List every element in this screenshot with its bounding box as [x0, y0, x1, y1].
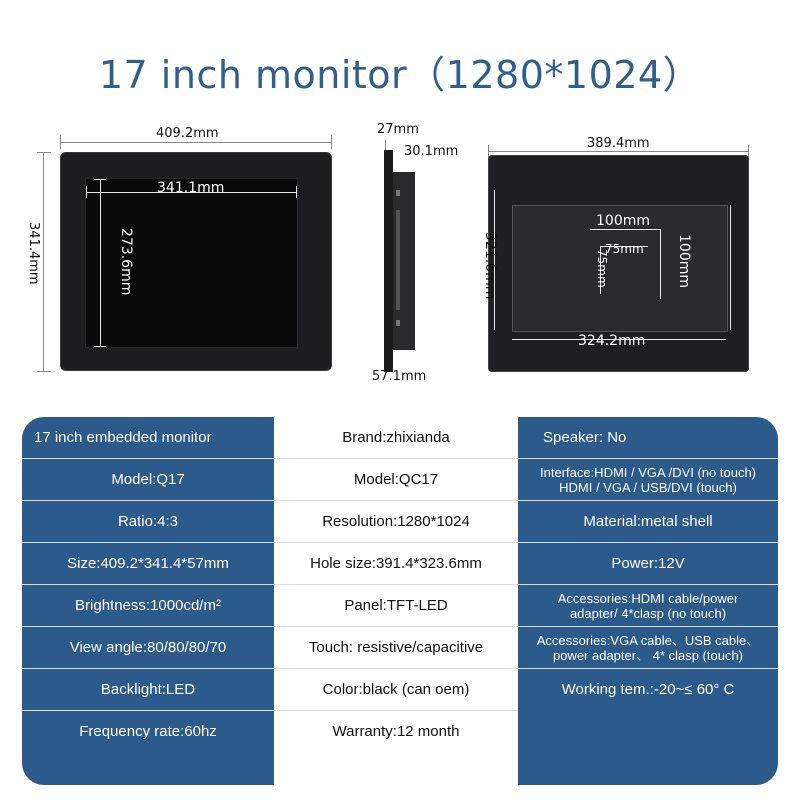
- back-bottom-label: 324.2mm: [578, 333, 646, 349]
- hole-h-label: 100mm: [596, 213, 650, 229]
- back-right-label: 177.9mm: [746, 228, 762, 296]
- hole-line: [600, 246, 648, 247]
- front-width-label: 409.2mm: [156, 126, 219, 141]
- spec-row: Interface:HDMI / VGA /DVI (no touch) HDM…: [518, 459, 778, 501]
- spec-cell: Interface:HDMI / VGA /DVI (no touch): [539, 464, 757, 480]
- spec-row: Touch: resistive/capacitive: [274, 627, 518, 669]
- spec-row: Accessories:HDMI cable/power adapter/ 4*…: [518, 585, 778, 627]
- hole-v-label: 100mm: [676, 234, 692, 288]
- spec-row: Ratio:4:3: [22, 501, 274, 543]
- back-plate: [512, 205, 728, 332]
- spec-table: 17 inch embedded monitor Model:Q17 Ratio…: [22, 417, 778, 785]
- spec-row: Working tem.:-20~≤ 60° C: [518, 669, 778, 711]
- spec-column-middle: Brand:zhixianda Model:QC17 Resolution:12…: [274, 417, 518, 785]
- spec-cell: Resolution:1280*1024: [322, 512, 470, 530]
- screen-dim-line: [86, 192, 297, 193]
- spec-cell: Model:Q17: [111, 470, 185, 488]
- dim-line: [512, 339, 726, 340]
- spec-row: Hole size:391.4*323.6mm: [274, 543, 518, 585]
- hole-line: [590, 229, 660, 230]
- spec-row: Model:Q17: [22, 459, 274, 501]
- dim-line: [43, 152, 44, 371]
- screen-height-label: 273.6mm: [118, 228, 134, 296]
- spec-cell: Hole size:391.4*323.6mm: [310, 554, 482, 572]
- spec-row: Frequency rate:60hz: [22, 711, 274, 753]
- spec-row: Accessories:VGA cable、USB cable、 power a…: [518, 627, 778, 669]
- hole-line: [600, 246, 601, 294]
- spec-cell: Backlight:LED: [100, 680, 196, 698]
- dim-tick: [488, 145, 489, 157]
- spec-cell: 17 inch embedded monitor: [34, 428, 212, 446]
- spec-cell: Frequency rate:60hz: [79, 723, 217, 740]
- spec-row: Warranty:12 month: [274, 711, 518, 753]
- spec-cell: Brand:zhixianda: [342, 428, 450, 446]
- spec-row: 17 inch embedded monitor: [22, 417, 274, 459]
- spec-row: Model:QC17: [274, 459, 518, 501]
- side-depth-label: 27mm: [377, 122, 419, 137]
- side-bottom-label: 57.1mm: [372, 369, 427, 384]
- screen-dim-tick: [296, 186, 297, 198]
- dim-tick: [60, 135, 61, 149]
- spec-row: Backlight:LED: [22, 669, 274, 711]
- spec-cell: Color:black (can oem): [322, 680, 470, 698]
- spec-cell: Material:metal shell: [583, 512, 713, 530]
- dim-tick: [37, 152, 51, 153]
- spec-row: Power:12V: [518, 543, 778, 585]
- hole-h2-label: 75mm: [605, 242, 644, 256]
- spec-cell: Brightness:1000cd/m²: [75, 596, 221, 614]
- spec-row: Brightness:1000cd/m²: [22, 585, 274, 627]
- dim-tick: [331, 135, 332, 149]
- spec-row: Resolution:1280*1024: [274, 501, 518, 543]
- spec-cell: Model:QC17: [353, 470, 439, 488]
- spec-cell: Power:12V: [611, 554, 685, 572]
- spec-cell: Warranty:12 month: [332, 723, 460, 740]
- spec-row: Size:409.2*341.4*57mm: [22, 543, 274, 585]
- spec-column-right: Speaker: No Interface:HDMI / VGA /DVI (n…: [518, 417, 778, 785]
- back-width-label: 389.4mm: [587, 136, 650, 151]
- spec-cell: Ratio:4:3: [117, 512, 179, 530]
- hole-line: [660, 229, 661, 299]
- dim-tick: [37, 371, 51, 372]
- spec-cell: Panel:TFT-LED: [344, 596, 448, 614]
- spec-cell: Speaker: No: [543, 428, 627, 446]
- dim-line: [494, 190, 495, 330]
- dim-line: [60, 142, 332, 143]
- screen-dim-line: [100, 179, 101, 347]
- back-height-label: 321.6mm: [482, 232, 498, 300]
- spec-cell: Accessories:VGA cable、USB cable、: [536, 632, 760, 648]
- front-height-label: 341.4mm: [26, 222, 41, 285]
- screen-dim-tick: [94, 179, 106, 180]
- spec-cell: Working tem.:-20~≤ 60° C: [561, 681, 735, 698]
- spec-cell: Accessories:HDMI cable/power: [557, 590, 739, 606]
- spec-cell: Touch: resistive/capacitive: [308, 638, 484, 656]
- spec-cell: HDMI / VGA / USB/DVI (touch): [559, 479, 737, 495]
- dim-line: [488, 151, 749, 152]
- monitor-side-image: [384, 150, 415, 372]
- screen-dim-tick: [86, 186, 87, 198]
- spec-row: Speaker: No: [518, 417, 778, 459]
- spec-cell: View angle:80/80/80/70: [69, 638, 227, 656]
- monitor-screen: [86, 179, 297, 347]
- spec-row: View angle:80/80/80/70: [22, 627, 274, 669]
- spec-row: Material:metal shell: [518, 501, 778, 543]
- dim-line: [730, 205, 731, 330]
- dim-tick: [385, 140, 386, 150]
- screen-width-label: 341.1mm: [157, 180, 225, 196]
- spec-column-left: 17 inch embedded monitor Model:Q17 Ratio…: [22, 417, 274, 785]
- page-title: 17 inch monitor（1280*1024）: [98, 53, 702, 97]
- dim-tick: [748, 145, 749, 157]
- screen-dim-tick: [94, 346, 106, 347]
- hole-v2-label: 75mm: [595, 249, 609, 288]
- spec-cell: Size:409.2*341.4*57mm: [67, 554, 229, 572]
- side-depth-label-2: 30.1mm: [404, 144, 459, 159]
- spec-row: Panel:TFT-LED: [274, 585, 518, 627]
- spec-row: Color:black (can oem): [274, 669, 518, 711]
- spec-cell: adapter/ 4*clasp (no touch): [569, 605, 727, 621]
- spec-row: Brand:zhixianda: [274, 417, 518, 459]
- spec-cell: power adapter、 4* clasp (touch): [552, 647, 744, 663]
